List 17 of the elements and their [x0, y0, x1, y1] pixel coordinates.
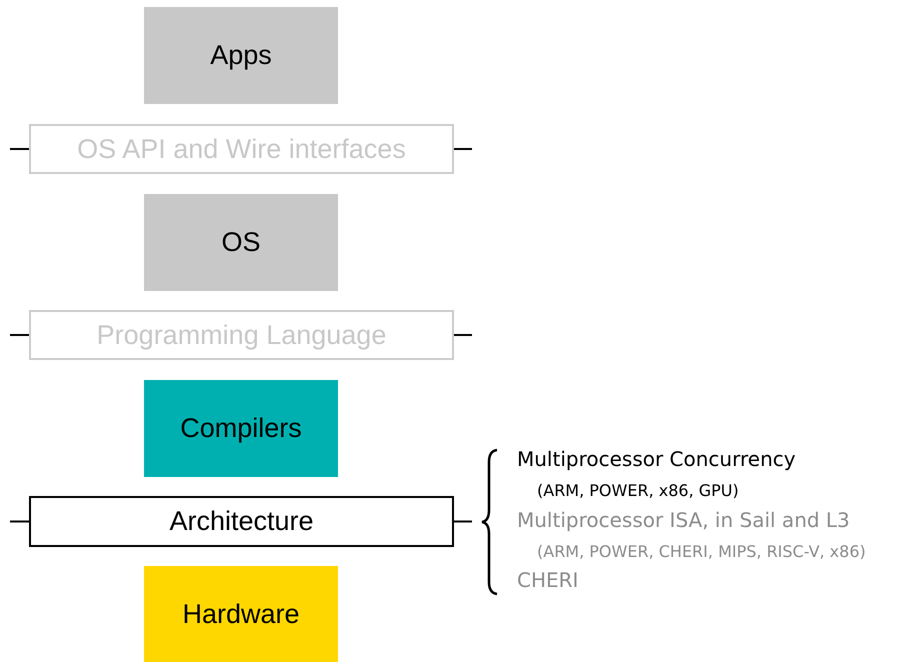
- layer-name: OS: [221, 227, 260, 258]
- layer-name: Apps: [210, 40, 272, 71]
- interface-bar: [29, 310, 454, 360]
- layer-name: Compilers: [180, 413, 302, 444]
- layer-box: [144, 566, 338, 662]
- note-heading: Multiprocessor ISA, in Sail and L3: [517, 508, 850, 532]
- layer-box: [144, 380, 338, 477]
- note-heading: CHERI: [517, 568, 578, 592]
- note-heading: Multiprocessor Concurrency: [517, 447, 796, 471]
- layer-box: [144, 7, 338, 104]
- layer-name: Architecture: [169, 506, 314, 537]
- layer-name: Hardware: [182, 598, 300, 630]
- layer-box: [144, 194, 338, 291]
- note-detail: (ARM, POWER, CHERI, MIPS, RISC-V, x86): [537, 542, 866, 561]
- interface-bar: [29, 124, 454, 174]
- interface-bar: [29, 496, 454, 547]
- note-detail: (ARM, POWER, x86, GPU): [537, 481, 739, 500]
